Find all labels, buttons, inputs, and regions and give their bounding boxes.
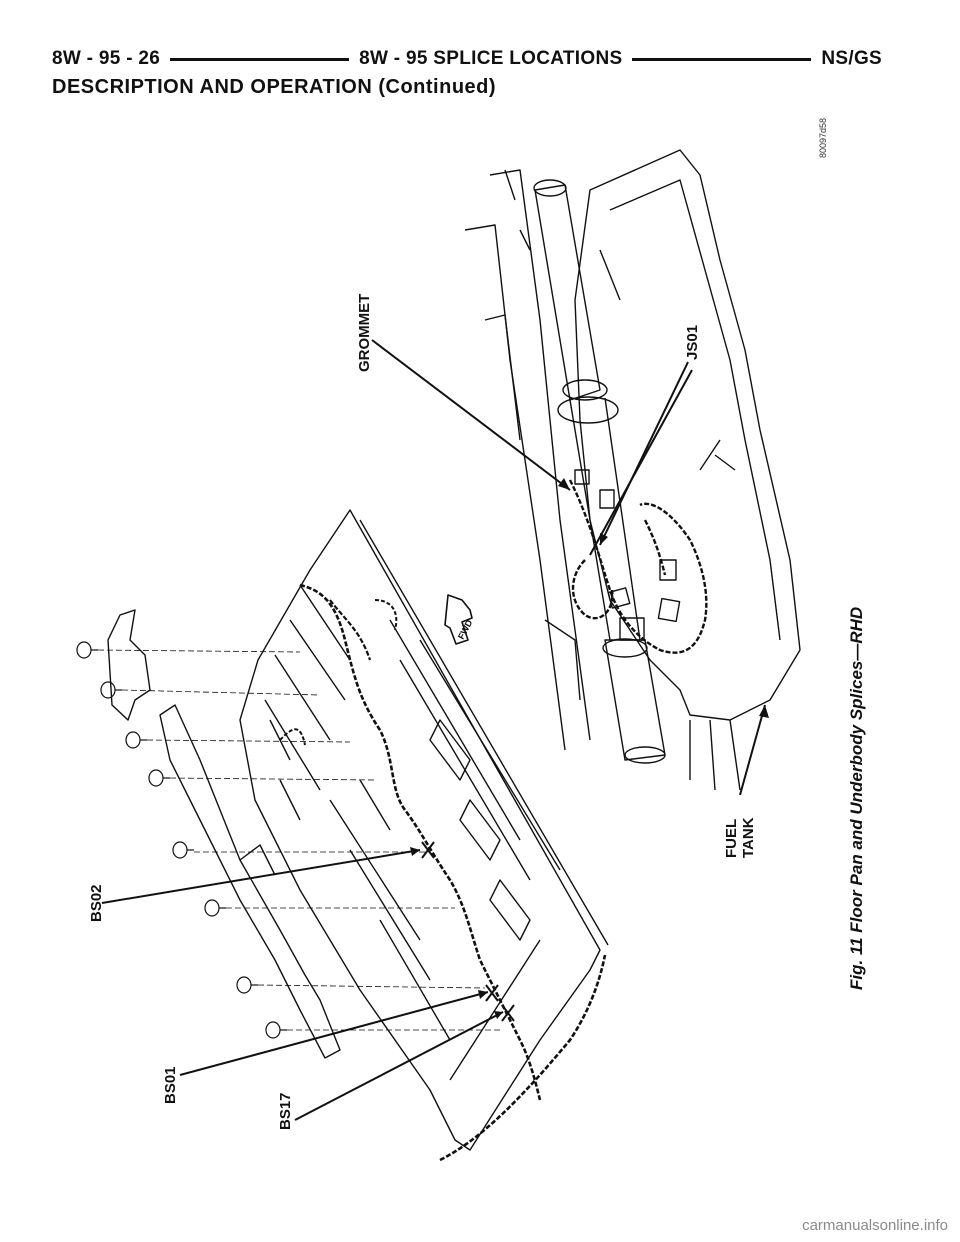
header-rule-left [170,57,350,61]
label-bs01: BS01 [162,1066,179,1104]
page-header: 8W - 95 - 26 8W - 95 SPLICE LOCATIONS NS… [52,44,882,74]
forward-arrow-text: FWD [456,618,475,641]
art-code: 80097d58 [818,118,828,158]
splice-bs02-mark [421,841,435,859]
page-number: 8W - 95 - 26 [52,48,161,69]
sill-plate-lower [159,704,341,1059]
leader-lines [101,339,766,1121]
label-tank: TANK [740,817,757,858]
forward-arrow [444,594,473,645]
watermark: carmanualsonline.info [802,1217,948,1234]
sill-plate-upper [107,609,151,721]
section-title: DESCRIPTION AND OPERATION (Continued) [52,76,497,98]
splice-bs17-mark [501,1004,515,1022]
chapter-title: 8W - 95 SPLICE LOCATIONS [359,48,623,69]
label-bs02: BS02 [88,884,105,922]
label-bs17: BS17 [277,1092,294,1130]
fuel-tank-leader [739,704,766,796]
label-fuel: FUEL [723,819,740,858]
model-code: NS/GS [821,48,883,69]
label-grommet: GROMMET [356,294,373,372]
tank-harness [568,469,708,654]
floor-pan-harness [279,583,607,1162]
grommet-leader [371,339,571,491]
figure-caption: Fig. 11 Floor Pan and Underbody Splices—… [847,607,866,990]
fuel-filler-tube [533,179,666,764]
frame-rails [464,169,741,791]
header-rule-right [632,57,812,61]
bs02-leader [101,849,421,904]
bs17-leader [294,1011,504,1121]
splice-bs01-mark [485,984,499,1002]
label-js01: JS01 [684,325,701,360]
fasteners [76,641,500,1039]
js01-leader [599,361,689,546]
bs01-leader [179,991,489,1076]
fuel-tank [574,149,801,721]
